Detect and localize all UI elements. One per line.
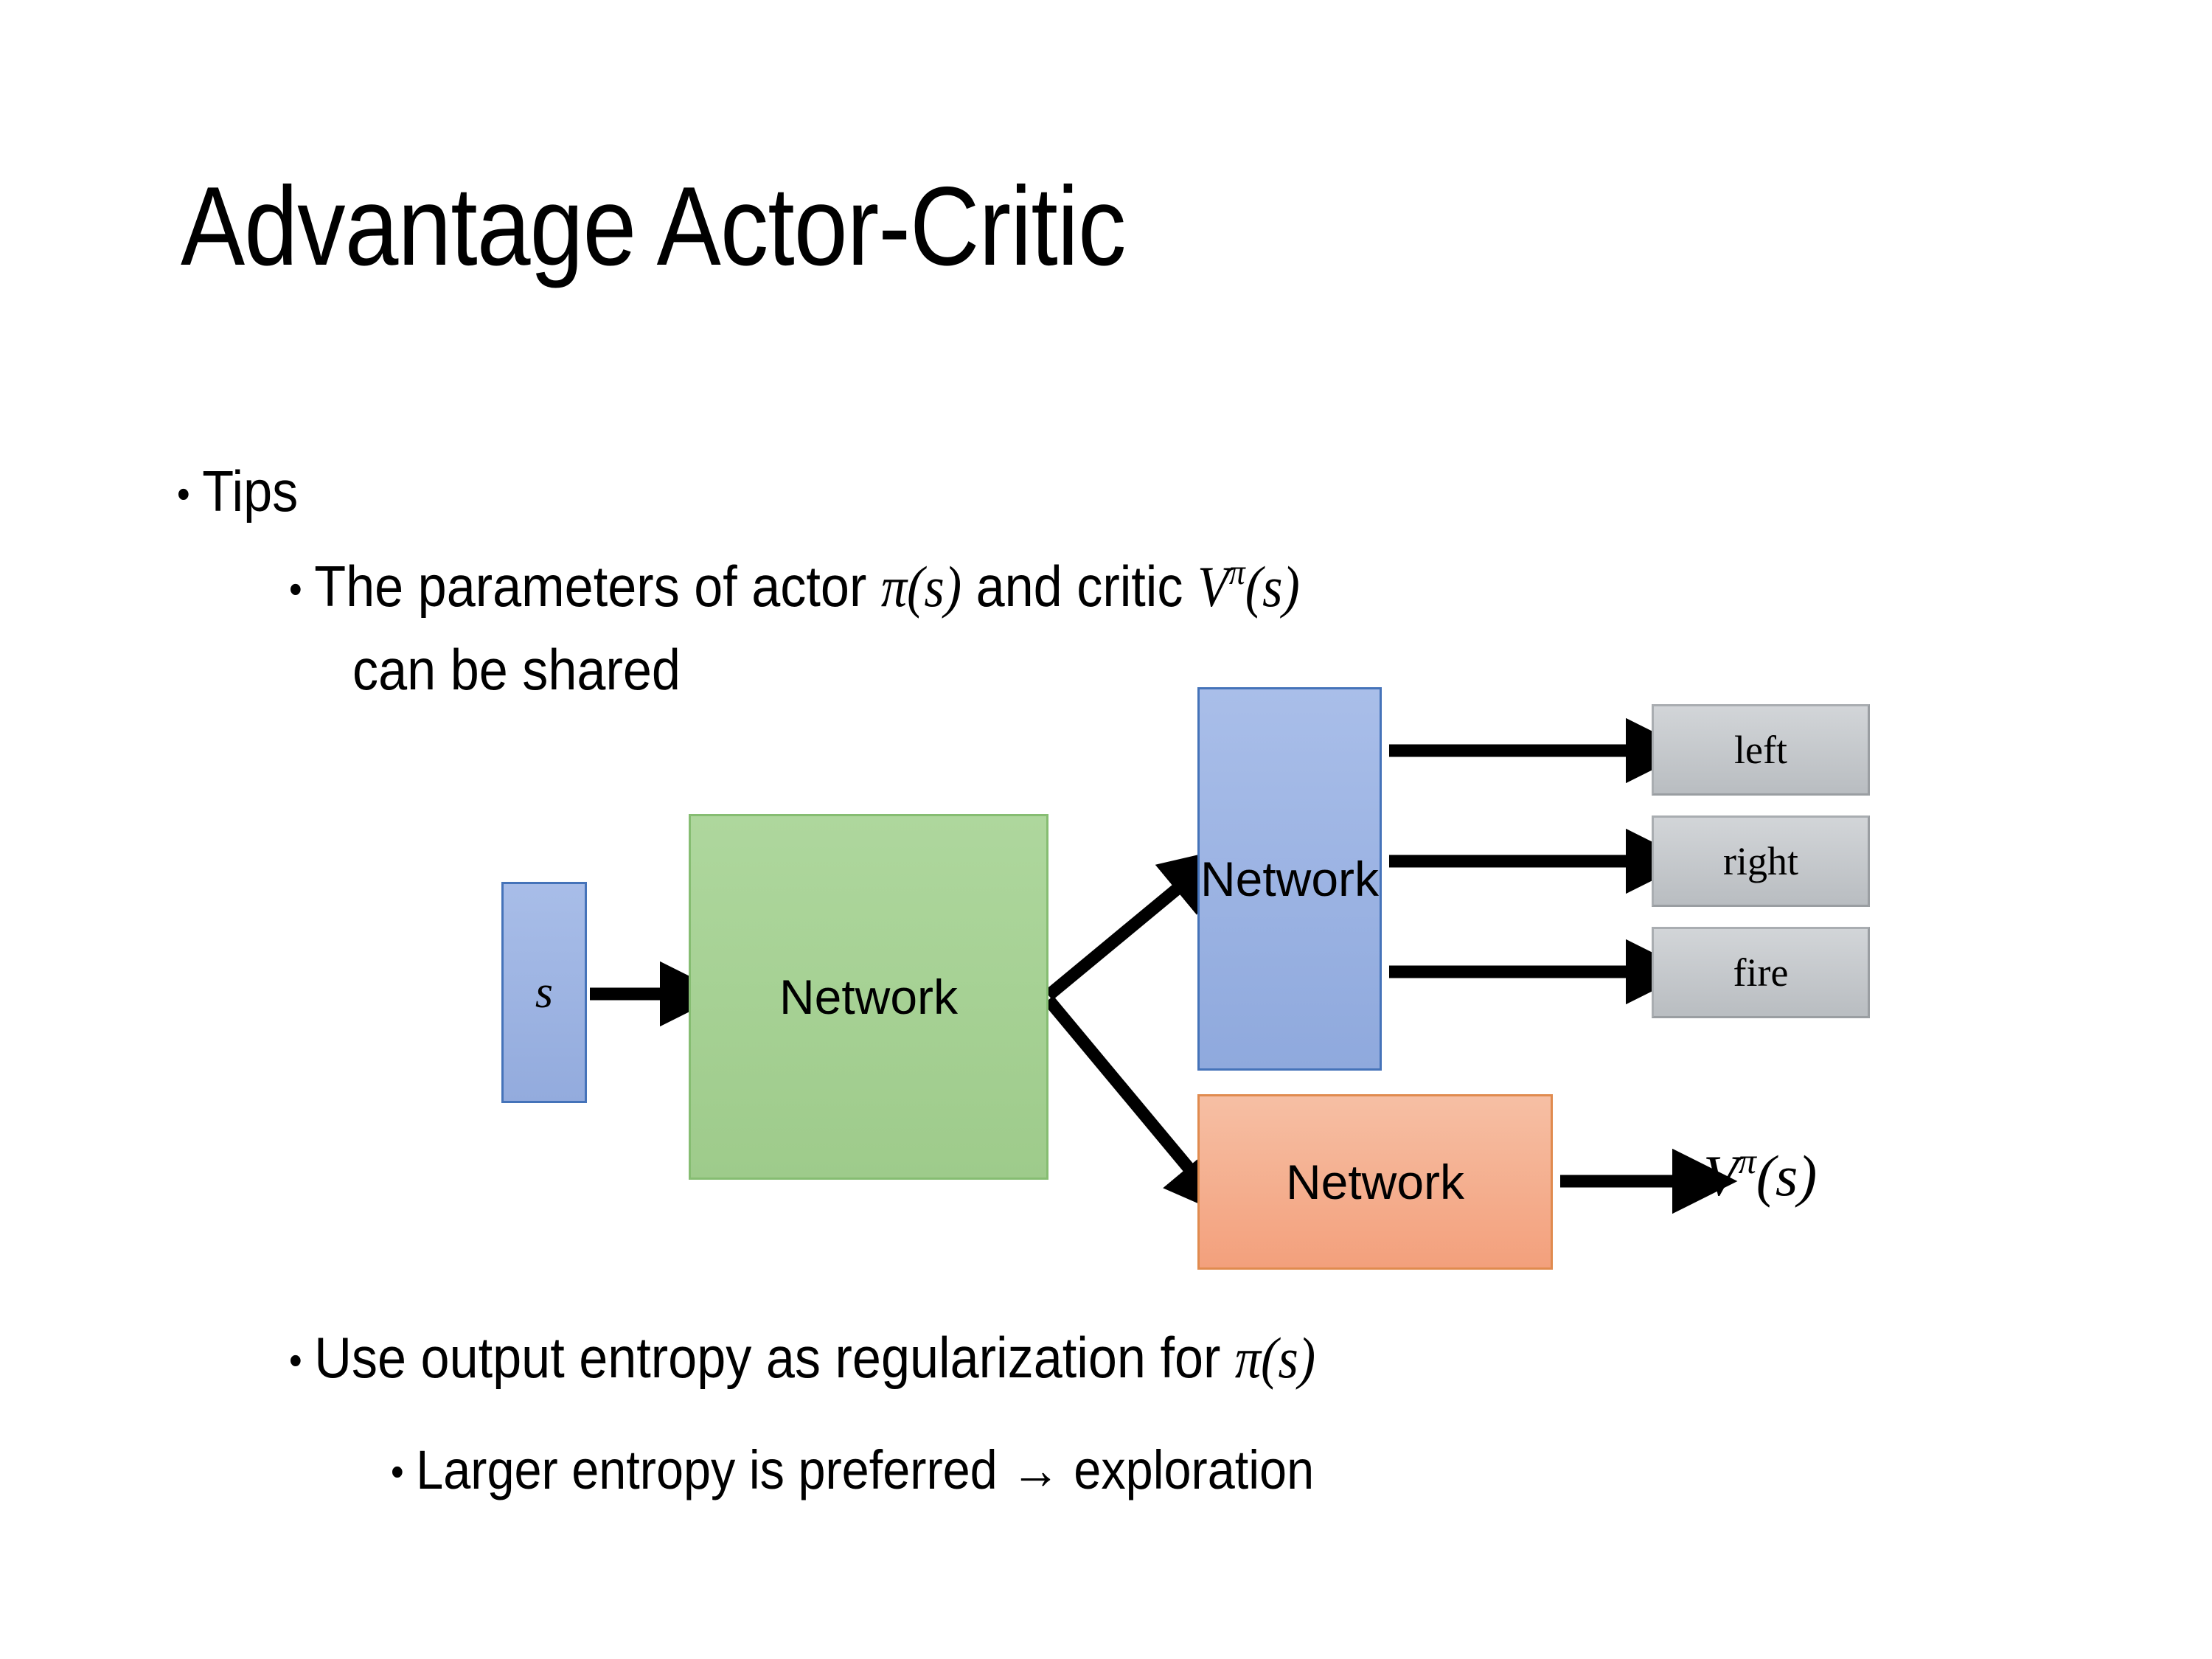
critic-output-label: Vπ(s) [1703,1141,1817,1209]
actor-network-box: Network [1197,687,1382,1071]
bullet-tips: • Tips [177,457,298,525]
bullet-glyph: • [177,470,190,517]
action-label-right: right [1723,839,1798,883]
action-box-left: left [1652,704,1870,796]
arrow-shared-to-critic [1043,995,1230,1217]
critic-value-sup: π [1228,553,1245,592]
bullet-tips-label: Tips [202,459,299,524]
bullet-glyph: • [391,1447,404,1495]
actor-policy-math: π(s) [880,554,962,619]
critic-value-math: Vπ(s) [1197,553,1300,619]
bullet-glyph: • [289,1336,302,1383]
action-label-left: left [1734,728,1787,772]
state-input-box: s [501,882,587,1103]
critic-value-base: V [1197,554,1229,619]
action-box-right: right [1652,815,1870,907]
entropy-policy-math: π(s) [1234,1326,1316,1390]
actor-network-label: Network [1200,852,1380,906]
shared-network-box: Network [689,814,1048,1180]
bullet-params-text-a: The parameters of actor [314,553,881,619]
bullet-larger-entropy: •Larger entropy is preferred → explorati… [391,1438,1314,1502]
action-label-fire: fire [1733,950,1789,995]
bullet-entropy-regularization: • Use output entropy as regularization fo… [289,1324,1315,1392]
critic-value-tail: (s) [1245,554,1300,619]
bullet-entropy-text: Use output entropy as regularization for [314,1325,1235,1390]
critic-output-superscript: π [1738,1142,1756,1181]
action-box-fire: fire [1652,927,1870,1018]
critic-output-tail: (s) [1756,1143,1818,1208]
bullet-shared-parameters-line2: can be shared [352,637,681,702]
shared-network-label: Network [779,970,959,1024]
critic-network-box: Network [1197,1094,1553,1270]
critic-network-label: Network [1285,1155,1465,1209]
state-input-label: s [535,967,554,1018]
bullet-glyph: • [289,565,302,612]
bullet-larger-entropy-label: Larger entropy is preferred → exploratio… [416,1439,1315,1500]
bullet-shared-parameters: • The parameters of actor π(s) and critic… [289,552,1300,621]
critic-output-base: V [1703,1143,1739,1208]
bullet-params-text-b: and critic [961,553,1198,619]
arrow-shared-to-actor [1044,848,1226,1001]
page-title: Advantage Actor-Critic [181,164,1126,289]
